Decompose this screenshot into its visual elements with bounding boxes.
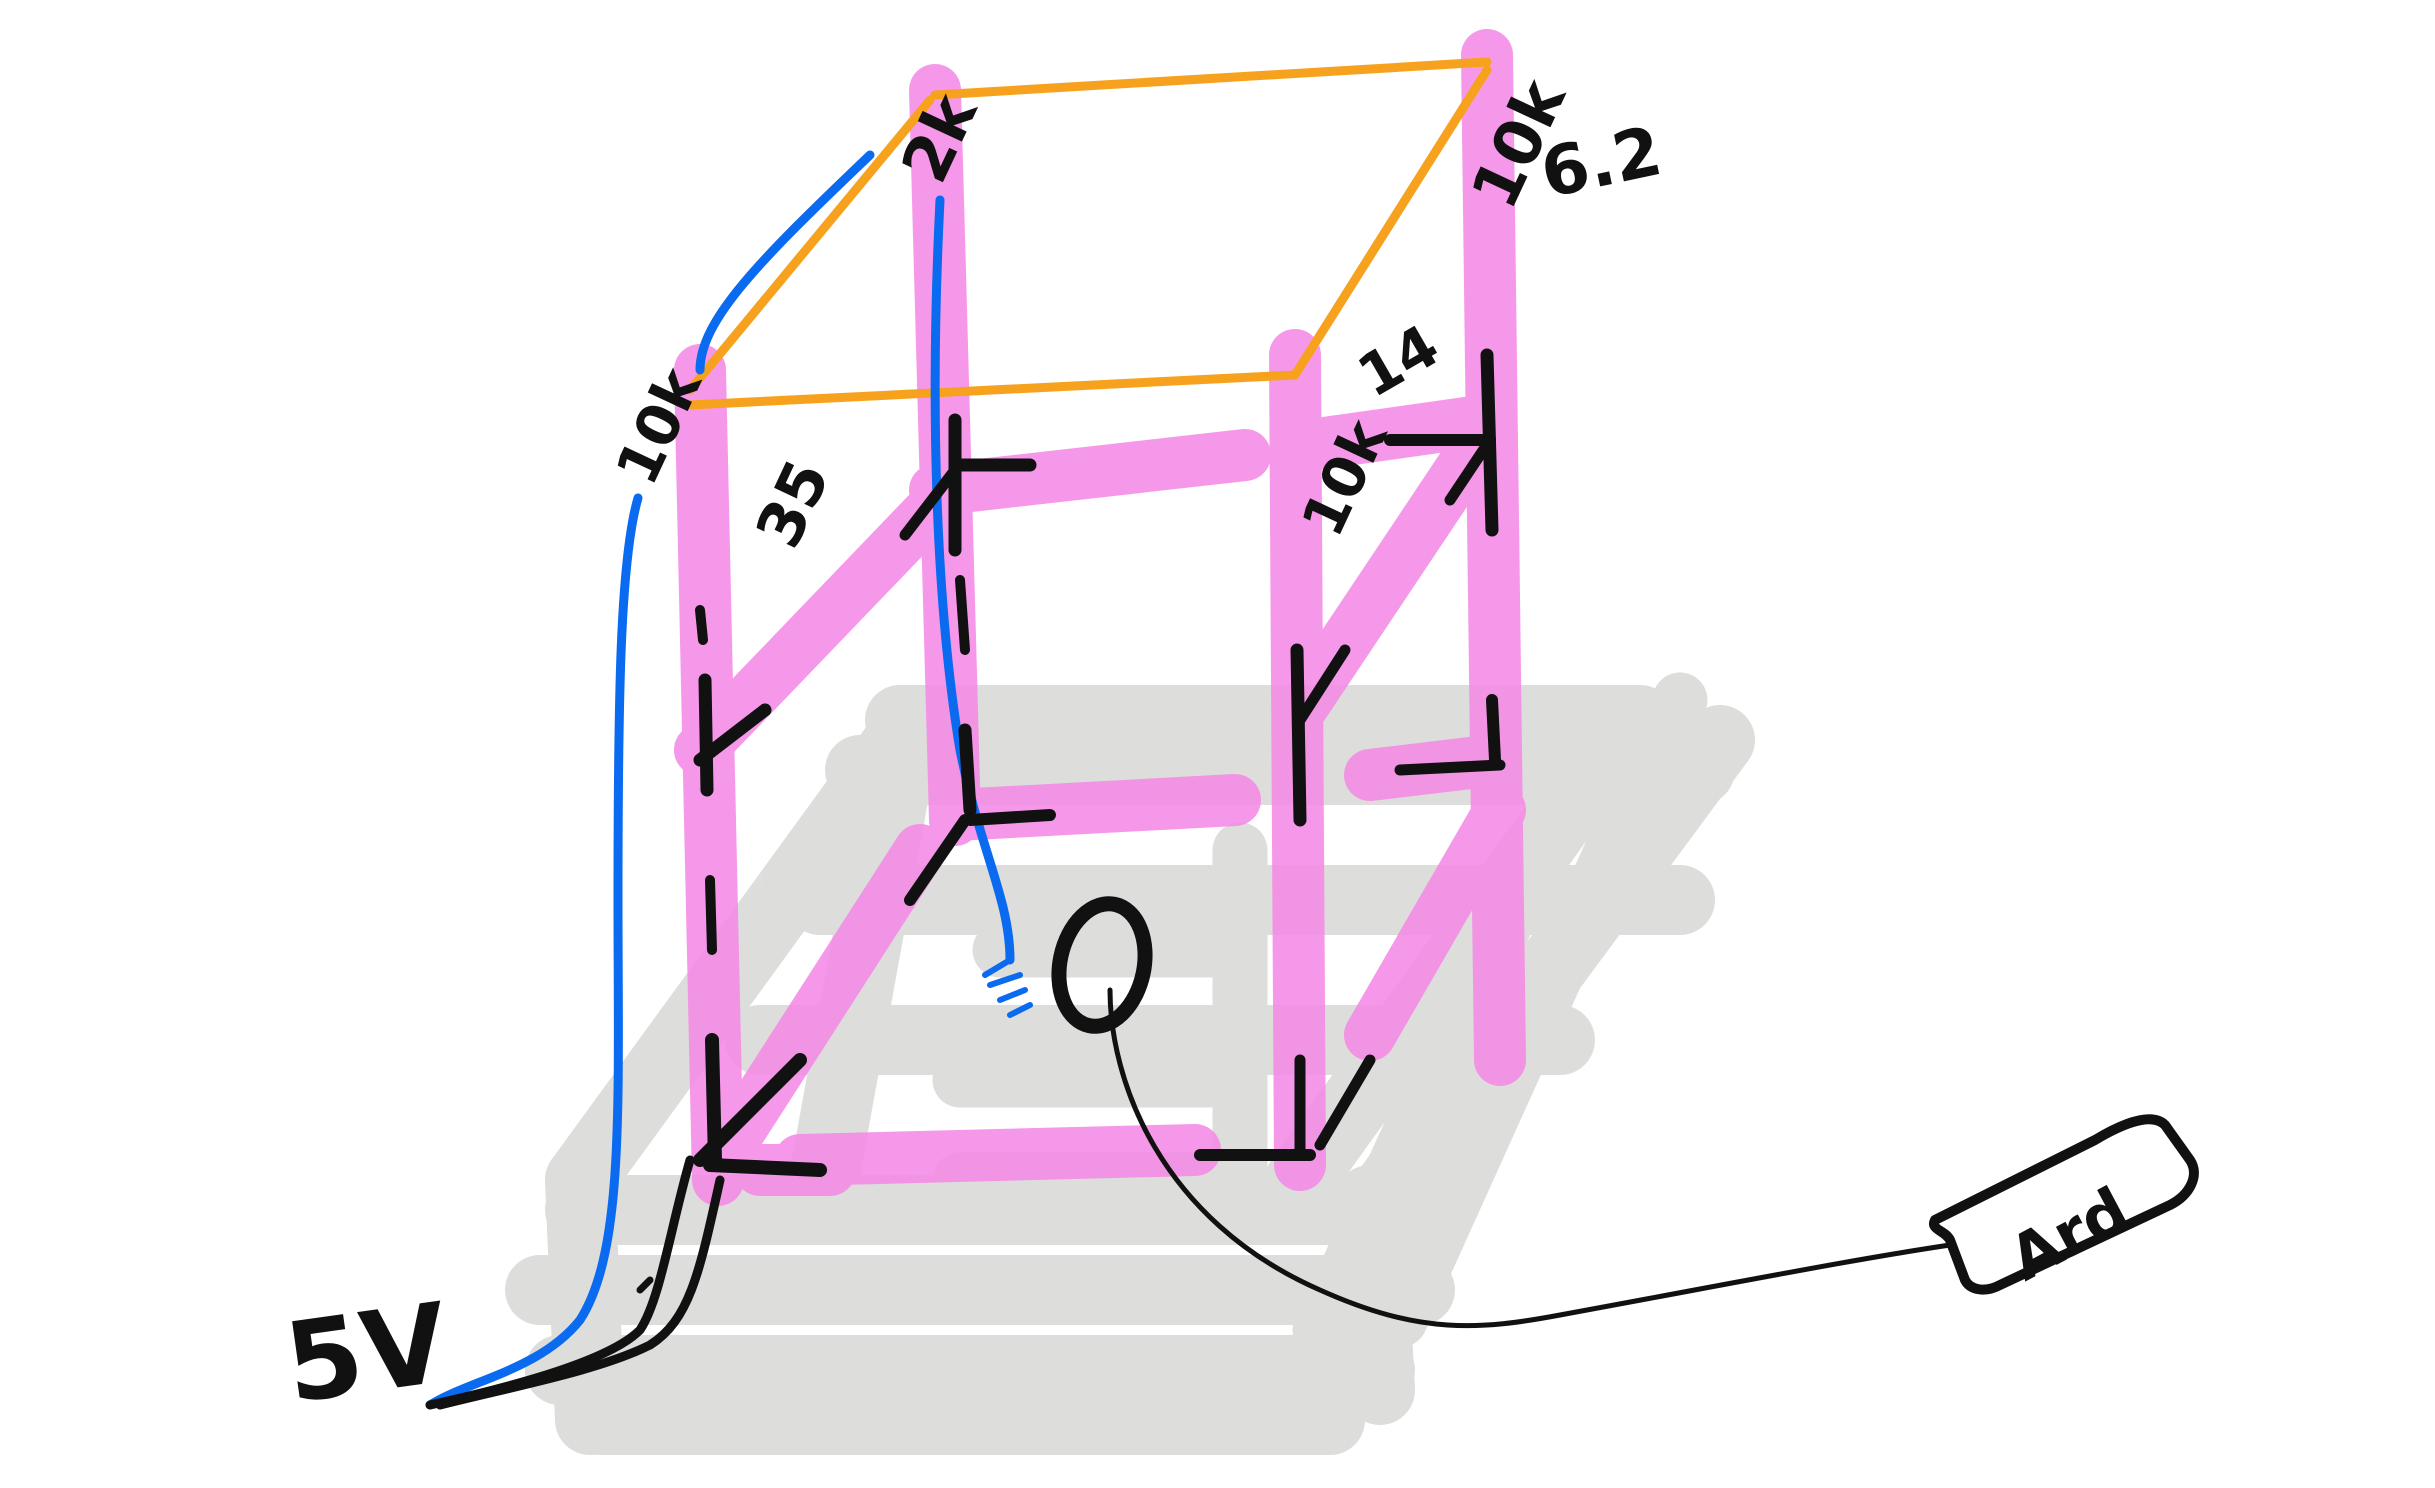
beam-bottom-front bbox=[774, 1124, 1221, 1186]
diagonal-bottom-right bbox=[1344, 784, 1526, 1061]
circle-sensor-icon bbox=[982, 896, 1153, 1034]
top-wire-back bbox=[930, 57, 1492, 100]
arduino-box-icon bbox=[1929, 1114, 2199, 1295]
beam-mid-back bbox=[909, 429, 1271, 516]
beam-mid-right bbox=[1284, 394, 1513, 471]
blue-wire-left bbox=[425, 493, 643, 1410]
label-top-left-back: 2k bbox=[888, 82, 992, 194]
top-wire-left bbox=[685, 95, 935, 395]
ard-cable bbox=[1107, 987, 1953, 1329]
blue-wire-topleft bbox=[695, 150, 875, 375]
top-wires bbox=[685, 57, 1492, 410]
label-supply: 5V bbox=[278, 1279, 456, 1428]
post-back-right bbox=[1461, 29, 1526, 1086]
top-wire-right bbox=[1290, 65, 1492, 380]
label-front-left-value: 35 bbox=[741, 449, 844, 558]
blue-wire-center bbox=[930, 195, 1015, 965]
label-front-right-value: 14 bbox=[1346, 311, 1450, 410]
top-wire-front bbox=[685, 370, 1300, 410]
black-ink bbox=[425, 348, 1953, 1410]
sense-wires bbox=[425, 150, 1015, 1410]
